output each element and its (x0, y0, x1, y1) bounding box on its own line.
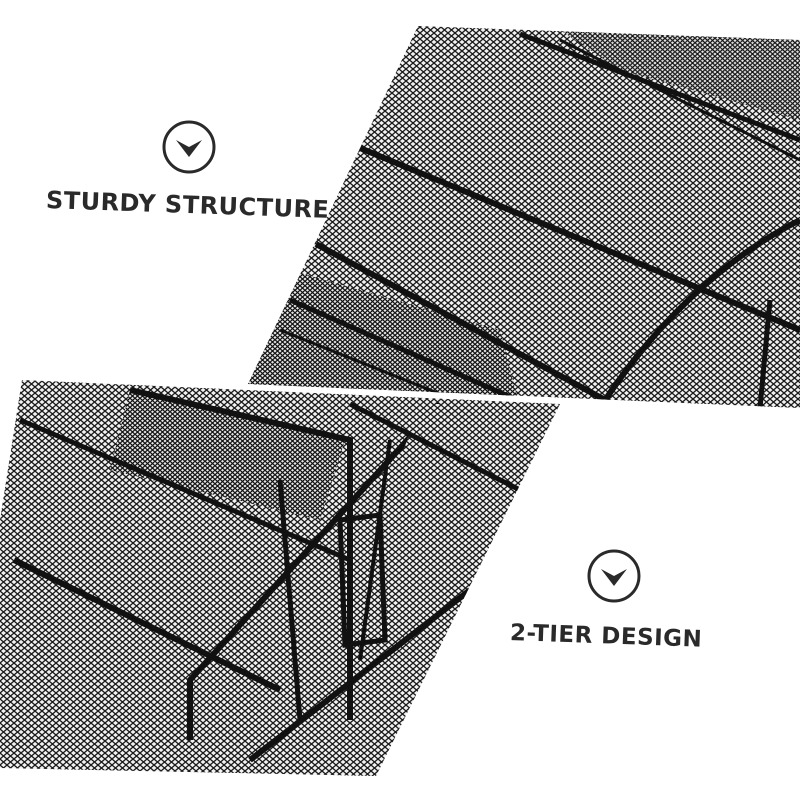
chevron-down-circle-icon (162, 120, 216, 174)
chevron-down-circle-icon (587, 549, 641, 603)
